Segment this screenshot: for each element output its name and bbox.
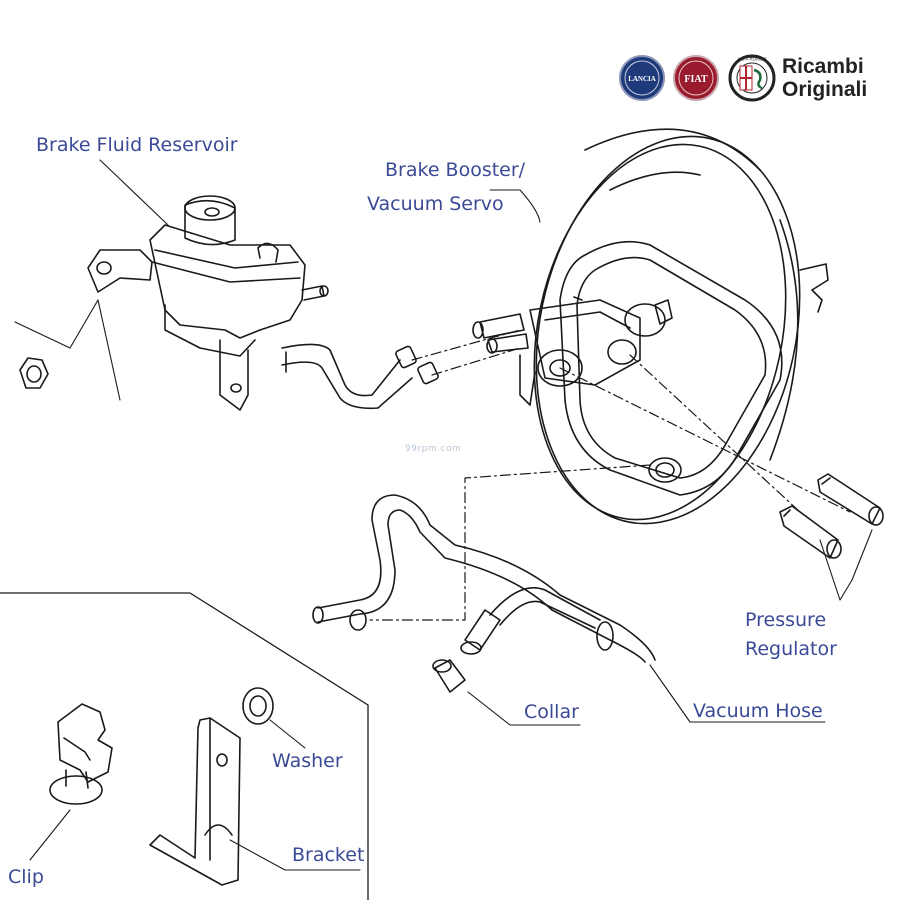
brand-title: Ricambi Originali (782, 55, 867, 101)
bracket-drawing (149, 717, 241, 886)
brand-line-1: Ricambi (782, 55, 864, 78)
label-pressure-regulator-line-2: Regulator (745, 638, 837, 660)
label-brake-fluid-reservoir: Brake Fluid Reservoir (36, 134, 238, 156)
svg-text:LANCIA: LANCIA (628, 75, 656, 83)
label-clip: Clip (8, 866, 44, 888)
vacuum-hose-drawing (312, 494, 656, 693)
svg-text:ALFA ROMEO: ALFA ROMEO (737, 57, 767, 62)
label-collar: Collar (524, 701, 579, 723)
svg-text:FIAT: FIAT (684, 74, 707, 85)
leader-lines (14, 159, 873, 871)
label-vacuum-hose: Vacuum Hose (693, 700, 823, 722)
alfa-romeo-logo: ALFA ROMEO (728, 54, 776, 102)
pressure-regulator-drawing (779, 473, 884, 559)
label-pressure-regulator-line-1: Pressure (745, 609, 827, 631)
brand-line-2: Originali (782, 78, 868, 102)
brake-fluid-reservoir-drawing (87, 195, 439, 411)
brake-booster-drawing (472, 128, 829, 525)
watermark: 99rpm.com (405, 444, 462, 454)
label-brake-booster-line-1: Brake Booster/ (385, 159, 526, 181)
nut-drawing (19, 357, 49, 389)
lancia-logo: LANCIA (619, 55, 665, 101)
label-washer: Washer (272, 750, 343, 772)
washer-drawing (242, 687, 274, 725)
fiat-logo: FIAT (673, 55, 719, 101)
label-bracket: Bracket (292, 844, 365, 866)
clip-drawing (49, 703, 113, 805)
label-brake-booster-line-2: Vacuum Servo (367, 193, 504, 215)
inset-frame (0, 592, 369, 900)
alignment-lines (369, 329, 851, 621)
